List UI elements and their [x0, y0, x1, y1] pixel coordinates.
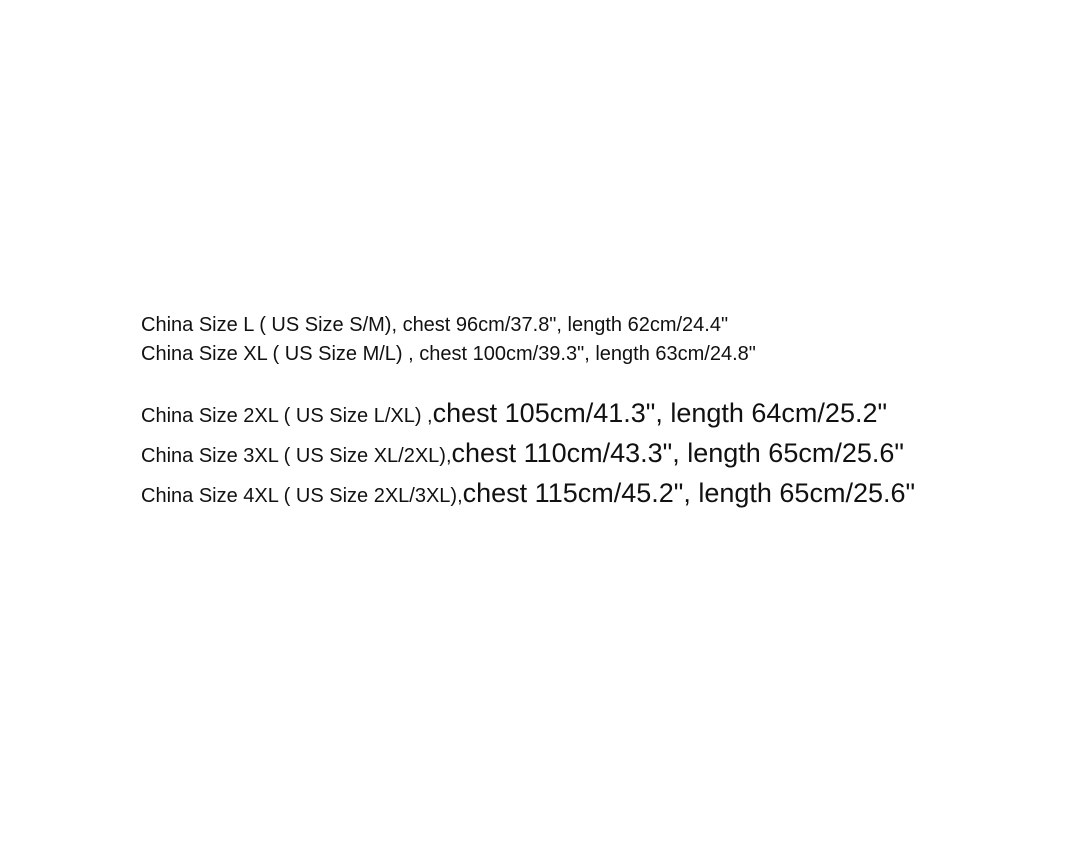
size-measurements: chest 105cm/41.3", length 64cm/25.2" [432, 398, 888, 428]
size-row-text: China Size XL ( US Size M/L) , chest 100… [141, 343, 756, 365]
size-row-2xl: China Size 2XL ( US Size L/XL) ,chest 10… [141, 400, 887, 427]
size-prefix: China Size 2XL ( US Size L/XL) , [141, 405, 433, 427]
size-row-text: China Size L ( US Size S/M), chest 96cm/… [141, 314, 729, 336]
size-prefix: China Size 4XL ( US Size 2XL/3XL), [141, 485, 463, 507]
size-row-xl: China Size XL ( US Size M/L) , chest 100… [141, 344, 756, 364]
size-measurements: chest 115cm/45.2", length 65cm/25.6" [462, 478, 916, 508]
size-row-l: China Size L ( US Size S/M), chest 96cm/… [141, 315, 728, 335]
size-measurements: chest 110cm/43.3", length 65cm/25.6" [451, 438, 904, 468]
size-row-3xl: China Size 3XL ( US Size XL/2XL),chest 1… [141, 440, 904, 467]
size-prefix: China Size 3XL ( US Size XL/2XL), [141, 445, 452, 467]
size-row-4xl: China Size 4XL ( US Size 2XL/3XL),chest … [141, 480, 915, 507]
